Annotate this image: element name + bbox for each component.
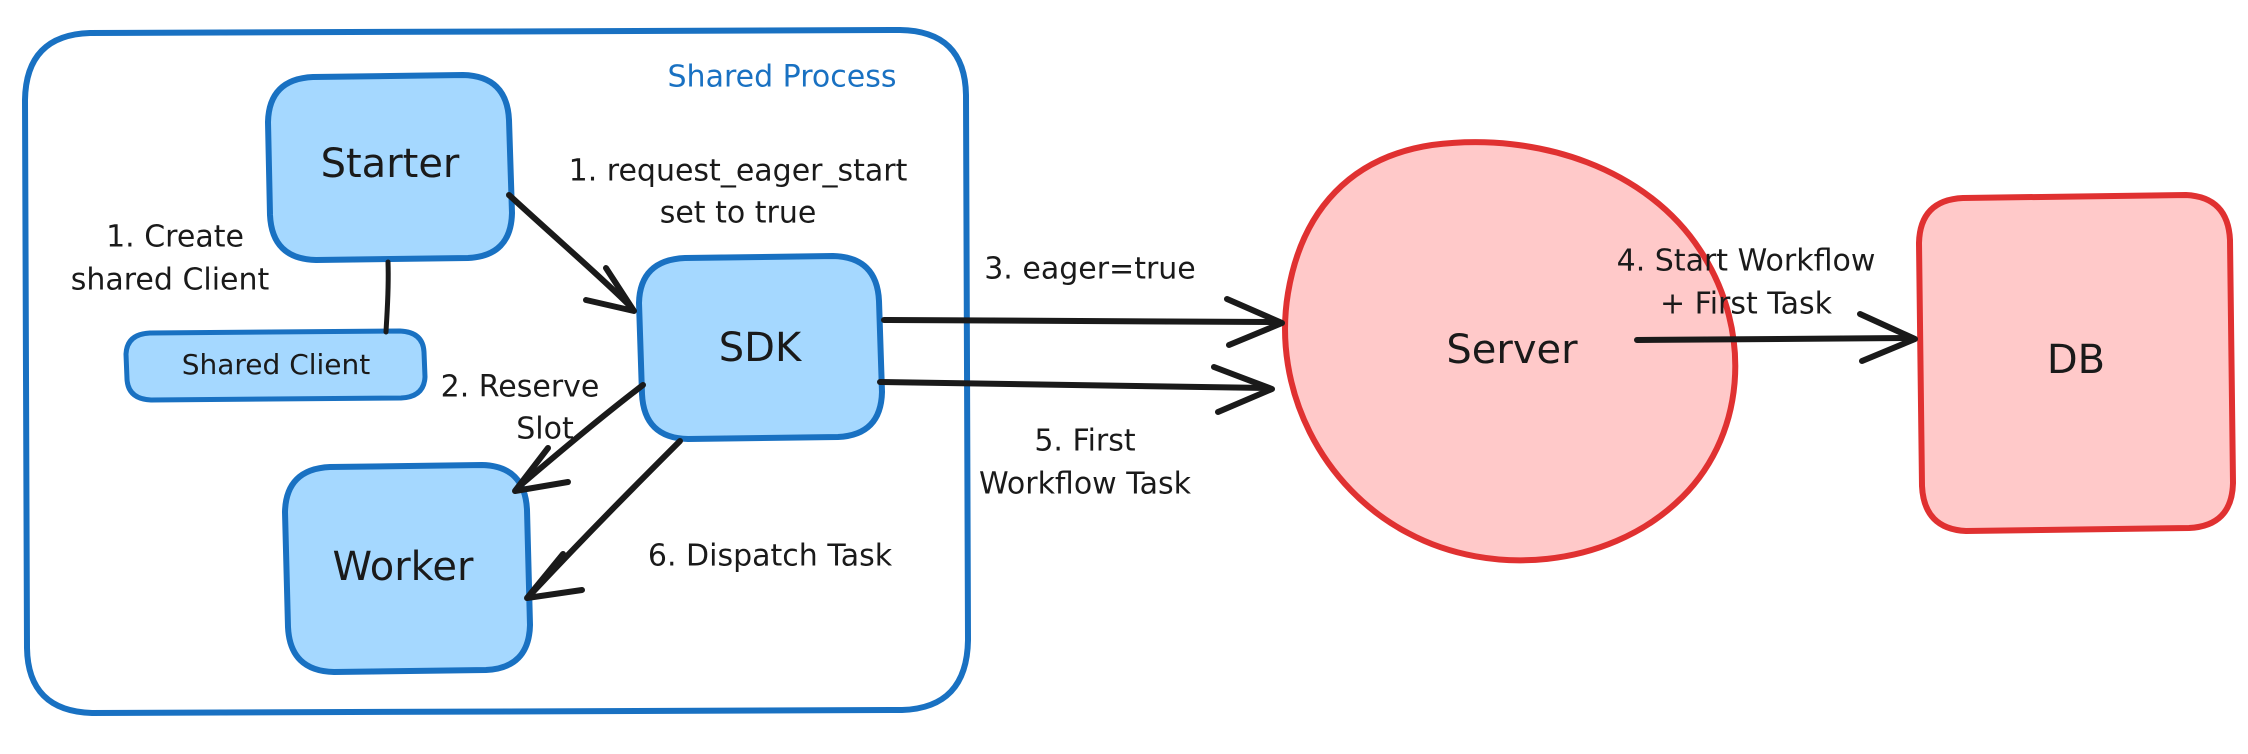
edge-sdk-worker-dispatch-task-arrowhead xyxy=(524,551,585,601)
edge-first-workflow-task-label-line1: 5. First xyxy=(1034,424,1136,459)
shared-process-container xyxy=(22,27,971,716)
node-sdk-shape[interactable] xyxy=(636,253,885,442)
edge-sdk-server-eager-true-arrowhead xyxy=(1224,296,1285,348)
node-worker-label: Worker xyxy=(333,544,474,590)
edge-server-sdk-first-workflow-task xyxy=(877,379,1271,391)
edge-starter-sdk xyxy=(506,192,633,309)
node-server-label: Server xyxy=(1446,327,1578,373)
edge-server-db xyxy=(1634,335,1913,343)
node-sdk-label: SDK xyxy=(719,325,803,371)
edge-starter-shared-client xyxy=(383,259,391,335)
edge-dispatch-task-label: 6. Dispatch Task xyxy=(648,539,893,574)
edge-eager-true-label: 3. eager=true xyxy=(984,252,1196,287)
node-shared-client-label: Shared Client xyxy=(182,348,371,381)
edge-reserve-slot-label-line2: Slot xyxy=(516,412,574,447)
edge-sdk-server-eager-true xyxy=(881,317,1281,325)
edge-sdk-worker-reserve-slot-arrowhead xyxy=(512,445,571,494)
edge-server-db-arrowhead xyxy=(1857,311,1918,364)
edge-create-shared-client-label-line1: 1. Create xyxy=(106,220,244,255)
node-starter-label: Starter xyxy=(321,141,460,187)
edge-request-eager-start-label-line1: 1. request_eager_start xyxy=(569,154,908,189)
edge-start-workflow-label-line2: + First Task xyxy=(1660,287,1833,322)
edge-starter-sdk-arrowhead xyxy=(583,265,637,314)
node-db-shape[interactable] xyxy=(1916,192,2236,534)
node-starter-shape[interactable] xyxy=(265,72,515,263)
node-server-shape[interactable] xyxy=(1282,139,1739,564)
edge-first-workflow-task-label-line2: Workflow Task xyxy=(979,467,1192,502)
node-db-label: DB xyxy=(2047,337,2105,383)
edge-request-eager-start-label-line2: set to true xyxy=(660,196,817,231)
shared-process-label: Shared Process xyxy=(668,60,897,95)
edge-server-sdk-first-workflow-task-arrowhead xyxy=(1211,364,1275,415)
edge-reserve-slot-label-line1: 2. Reserve xyxy=(441,370,600,405)
edge-create-shared-client-label-line2: shared Client xyxy=(71,263,270,298)
edge-sdk-worker-reserve-slot xyxy=(519,382,646,487)
node-shared-client-shape[interactable] xyxy=(123,328,428,403)
edge-start-workflow-label-line1: 4. Start Workflow xyxy=(1617,244,1876,279)
